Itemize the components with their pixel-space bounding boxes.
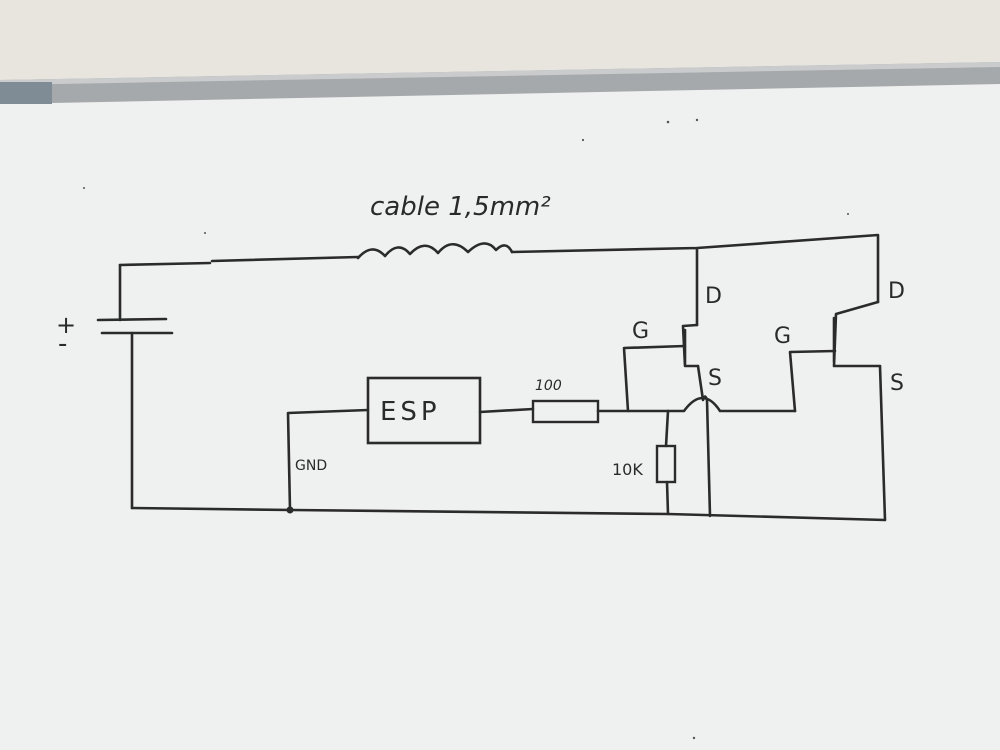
wire-mosfet2-source <box>878 364 887 522</box>
esp-label: ESP <box>380 397 441 427</box>
wire-gnd-esp <box>286 408 370 512</box>
mosfet1-symbol <box>681 323 700 368</box>
wire-top-left <box>118 255 360 267</box>
mosfet2-drain-label: D <box>888 279 905 304</box>
whiteboard-frame-highlight <box>0 62 1000 85</box>
battery-plate-positive <box>96 317 168 322</box>
pulldown-resistor-label: 10K <box>612 460 643 479</box>
wire-pulldown-top <box>664 409 670 448</box>
gnd-label: GND <box>295 458 327 474</box>
cable-inductor <box>356 242 514 260</box>
wire-esp-resistor <box>478 407 535 414</box>
whiteboard <box>0 82 1000 750</box>
circuit-diagram <box>96 233 887 522</box>
wire-ground-rail <box>130 506 887 522</box>
gate-resistor-label: 100 <box>535 378 562 394</box>
battery-minus-label: - <box>58 329 67 359</box>
crossover-hop <box>666 396 797 413</box>
mosfet2-symbol <box>832 300 882 368</box>
wire-top-right <box>510 233 880 327</box>
mosfet1-source-label: S <box>708 366 722 391</box>
battery-plus-label: + <box>56 311 76 339</box>
wire-gate2 <box>788 349 837 413</box>
mosfet1-drain-label: D <box>705 284 722 309</box>
wire-pulldown-bottom <box>665 480 670 516</box>
wire-left <box>118 263 134 510</box>
mosfet1-gate-label: G <box>632 319 649 344</box>
cable-label: cable 1,5mm² <box>370 192 551 222</box>
whiteboard-frame <box>0 62 1000 104</box>
board-specks <box>83 118 849 740</box>
mosfet2-source-label: S <box>890 371 904 396</box>
esp-module-box <box>366 376 482 445</box>
frame-corner-cap <box>0 82 52 104</box>
wire-gate1 <box>622 344 687 413</box>
mosfet2-gate-label: G <box>774 324 791 349</box>
